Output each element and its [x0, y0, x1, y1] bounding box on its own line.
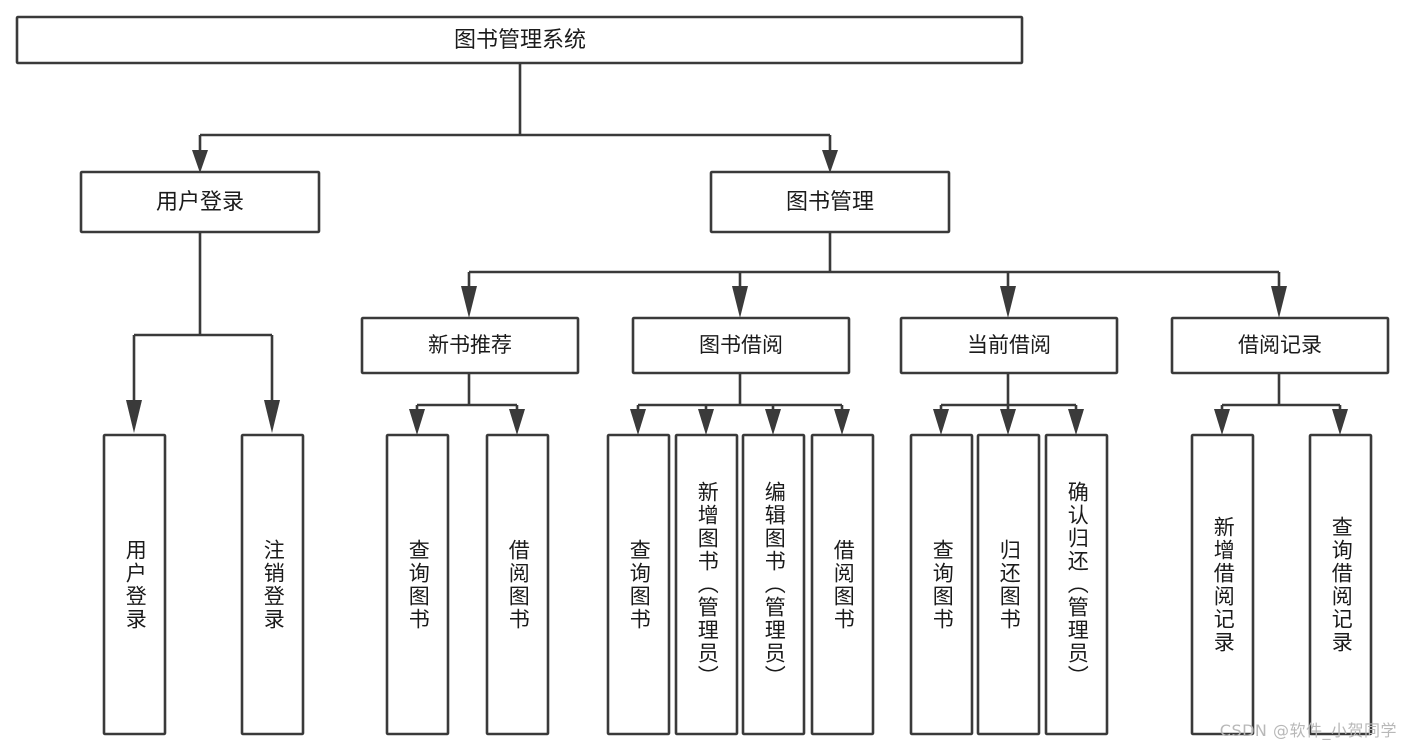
connector-layer	[126, 63, 1348, 435]
node-layer: 图书管理系统 用户登录 图书管理 新书推荐 图书借阅 当前借阅 借阅记录	[15, 15, 1390, 736]
arrow-head-leaf-return-book	[1000, 409, 1016, 435]
arrow-head-leaf-edit-book	[765, 409, 781, 435]
node-label-current: 当前借阅	[967, 333, 1051, 357]
arrow-head-records	[1271, 286, 1287, 318]
node-box-leaf-query-book-3[interactable]	[909, 433, 974, 736]
arrow-head-borrow	[732, 286, 748, 318]
node-box-newbook[interactable]	[360, 316, 580, 375]
arrow-head-leaf-query-book-1	[409, 409, 425, 435]
node-box-leaf-borrow-book-2[interactable]	[810, 433, 875, 736]
arrow-head-current	[1000, 286, 1016, 318]
node-box-leaf-user-login[interactable]	[102, 433, 167, 736]
arrow-head-leaf-query-record	[1332, 409, 1348, 435]
arrow-head-leaf-query-book-2	[630, 409, 646, 435]
node-label-records: 借阅记录	[1238, 333, 1322, 357]
watermark-text: CSDN @软件_小贺同学	[1219, 721, 1397, 740]
arrow-head-newbook	[461, 286, 477, 318]
node-box-root[interactable]	[15, 15, 1024, 65]
arrow-head-leaf-query-book-3	[933, 409, 949, 435]
node-box-current[interactable]	[899, 316, 1119, 375]
node-box-leaf-return-book[interactable]	[976, 433, 1041, 736]
node-box-leaf-query-book-2[interactable]	[606, 433, 671, 736]
node-box-leaf-query-book-1[interactable]	[385, 433, 450, 736]
arrow-head-leaf-user-login	[126, 400, 142, 433]
node-label-root: 图书管理系统	[454, 28, 586, 53]
node-label-login: 用户登录	[156, 190, 244, 215]
arrow-head-bookmgmt	[822, 150, 838, 173]
node-box-leaf-logout[interactable]	[240, 433, 305, 736]
node-label-newbook: 新书推荐	[428, 333, 512, 357]
node-label-borrow: 图书借阅	[699, 333, 783, 357]
arrow-head-leaf-add-book	[698, 409, 714, 435]
arrow-head-leaf-add-record	[1214, 409, 1230, 435]
node-box-login[interactable]	[79, 170, 321, 234]
arrow-head-leaf-confirm-return	[1068, 409, 1084, 435]
arrow-head-leaf-logout	[264, 400, 280, 433]
node-box-leaf-confirm-return[interactable]	[1044, 433, 1109, 736]
node-box-bookmgmt[interactable]	[709, 170, 951, 234]
node-box-leaf-borrow-book-1[interactable]	[485, 433, 550, 736]
node-box-leaf-edit-book[interactable]	[741, 433, 806, 736]
node-box-leaf-add-record[interactable]	[1190, 433, 1255, 736]
arrow-head-leaf-borrow-book-1	[509, 409, 525, 435]
node-box-records[interactable]	[1170, 316, 1390, 375]
node-box-leaf-add-book[interactable]	[674, 433, 739, 736]
node-box-borrow[interactable]	[631, 316, 851, 375]
node-label-bookmgmt: 图书管理	[786, 190, 874, 215]
node-box-leaf-query-record[interactable]	[1308, 433, 1373, 736]
arrow-head-login	[192, 150, 208, 173]
arrow-head-leaf-borrow-book-2	[834, 409, 850, 435]
